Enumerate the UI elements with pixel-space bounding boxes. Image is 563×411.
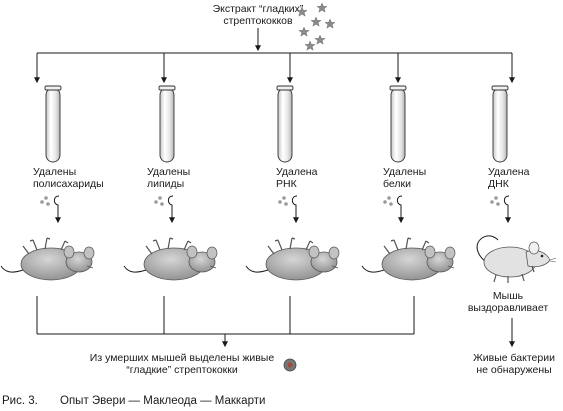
- tube-label-3-line1: Удалена: [276, 166, 318, 178]
- tube-branches: [34, 53, 515, 84]
- syringe-drop-icon: [278, 196, 297, 222]
- colony-dot-icon: [283, 358, 297, 372]
- result-alive-line2: не обнаружены: [476, 364, 551, 376]
- syringe-drop-icon: [154, 196, 173, 222]
- extract-label-line2: стрептококков: [223, 15, 293, 27]
- test-tube-icon: [389, 85, 407, 163]
- dead-mouse-icon: [123, 237, 218, 281]
- dead-mouse-icon: [245, 237, 340, 281]
- figure-caption: Рис. 3. Опыт Эвери — Маклеода — Маккарти: [2, 395, 265, 407]
- test-tube-icon: [44, 85, 62, 163]
- star-icon: [310, 16, 322, 27]
- caption-title: Опыт Эвери — Маклеода — Маккарти: [60, 395, 265, 407]
- star-icon: [324, 18, 336, 29]
- tube-label-1-line1: Удалены: [33, 166, 76, 178]
- syringe-drop-icon: [383, 196, 402, 222]
- extract-label-line1: Экстракт “гладких”: [213, 3, 304, 15]
- mice: [0, 235, 557, 284]
- bacteria-cluster: [296, 2, 336, 51]
- syringe-drop-icon: [490, 196, 509, 222]
- result-dead-line1: Из умерших мышей выделены живые: [90, 352, 275, 364]
- tube-label-4-line1: Удалены: [383, 166, 426, 178]
- test-tube-icon: [276, 85, 294, 163]
- star-icon: [314, 34, 326, 45]
- tube-label-5-line1: Удалена: [488, 166, 530, 178]
- survivor-label-line1: Мышь: [493, 290, 524, 302]
- star-icon: [298, 26, 310, 37]
- tube-label-2-line1: Удалены: [147, 166, 190, 178]
- dead-mouse-icon: [0, 237, 95, 281]
- tube-labels: Удалены полисахариды Удалены липиды Удал…: [33, 166, 530, 190]
- tube-label-1-line2: полисахариды: [33, 178, 104, 190]
- test-tubes: [44, 85, 509, 163]
- caption-number: Рис. 3.: [2, 395, 38, 407]
- result-dead-line2: “гладкие” стрептококки: [126, 364, 238, 376]
- extract-label: Экстракт “гладких” стрептококков: [213, 3, 304, 27]
- star-icon: [316, 2, 328, 13]
- tube-label-5-line2: ДНК: [488, 178, 510, 190]
- test-tube-icon: [158, 85, 176, 163]
- live-mouse-icon: [476, 235, 557, 284]
- test-tube-icon: [491, 85, 509, 163]
- result-dead: Из умерших мышей выделены живые “гладкие…: [90, 352, 275, 376]
- injections: [40, 196, 509, 222]
- dead-mouse-icon: [361, 237, 456, 281]
- survivor-label-line2: выздоравливает: [468, 302, 548, 314]
- survivor-label: Мышь выздоравливает: [468, 290, 548, 314]
- collection-lines: [36, 296, 415, 348]
- syringe-drop-icon: [40, 196, 59, 222]
- tube-label-2-line2: липиды: [147, 178, 184, 190]
- result-alive: Живые бактерии не обнаружены: [473, 352, 555, 376]
- star-icon: [304, 40, 316, 51]
- result-alive-line1: Живые бактерии: [473, 352, 555, 364]
- tube-label-3-line2: РНК: [276, 178, 298, 190]
- tube-label-4-line2: белки: [383, 178, 411, 190]
